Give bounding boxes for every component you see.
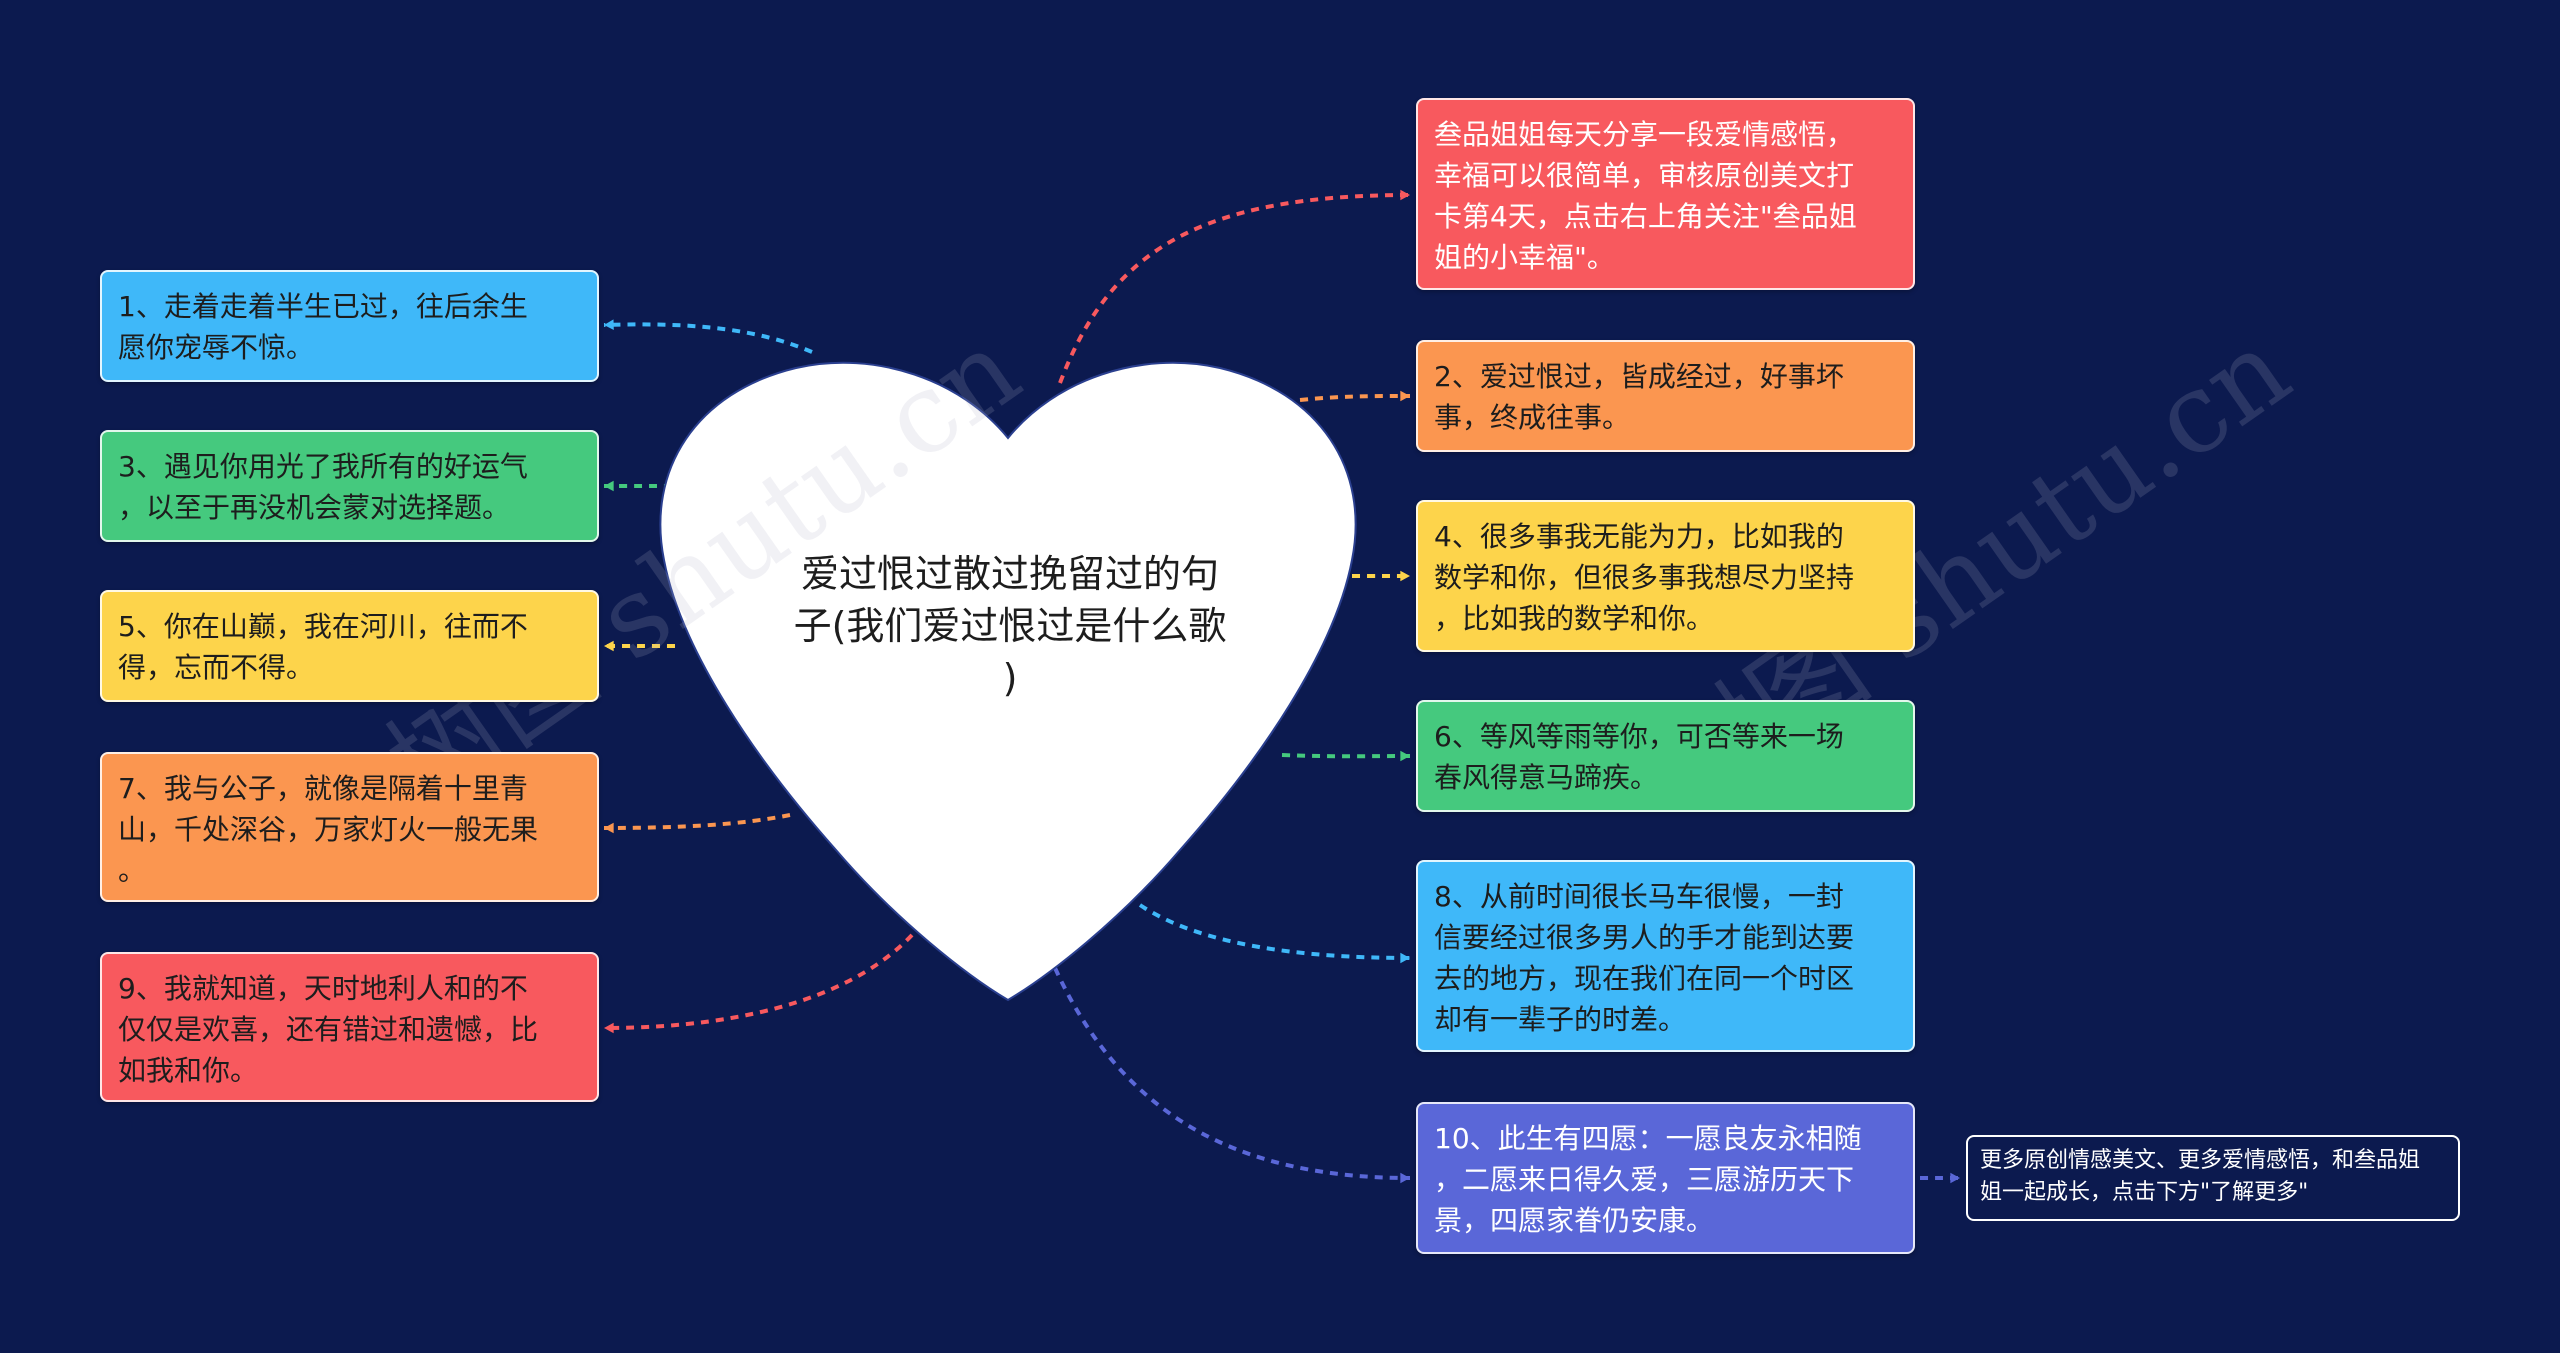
- connector-7: [603, 813, 791, 830]
- central-topic-line: 爱过恨过散过挽留过的句: [800, 552, 1219, 596]
- topic-line: 去的地方，现在我们在同一个时区: [1434, 962, 1855, 995]
- connector-9-arrowhead: [604, 1022, 614, 1034]
- leaf-line: 更多原创情感美文、更多爱情感悟，和叁品姐: [1980, 1148, 2421, 1173]
- connector-leaf-arrowhead: [1950, 1172, 1960, 1184]
- central-topic[interactable]: 爱过恨过散过挽留过的句 子(我们爱过恨过是什么歌 ): [770, 548, 1250, 704]
- leaf-line: 姐一起成长，点击下方"了解更多": [1980, 1180, 2309, 1205]
- connector-5-arrowhead: [604, 640, 614, 652]
- topic-line: 春风得意马蹄疾。: [1434, 761, 1659, 794]
- topic-line: 卡第4天，点击右上角关注"叁品姐: [1434, 200, 1857, 233]
- topic-line: 却有一辈子的时差。: [1434, 1003, 1687, 1036]
- connector-6: [1281, 753, 1411, 759]
- topic-node-6[interactable]: 6、等风等雨等你，可否等来一场 春风得意马蹄疾。: [1416, 700, 1915, 812]
- topic-line: 1、走着走着半生已过，往后余生: [118, 290, 528, 323]
- central-topic-line: ): [1002, 656, 1018, 700]
- topic-line: 山，千处深谷，万家灯火一般无果: [118, 813, 539, 846]
- connector-1-arrowhead: [604, 319, 614, 330]
- topic-line: 数学和你，但很多事我想尽力坚持: [1434, 561, 1855, 594]
- topic-line: 得，忘而不得。: [118, 651, 315, 684]
- connector-7-arrowhead: [604, 822, 614, 834]
- connector-8: [1138, 903, 1411, 960]
- topic-node-2[interactable]: 2、爱过恨过，皆成经过，好事坏 事，终成往事。: [1416, 340, 1915, 452]
- topic-line: 景，四愿家眷仍安康。: [1434, 1204, 1715, 1237]
- topic-line: 事，终成往事。: [1434, 401, 1631, 434]
- connector-9: [603, 933, 914, 1030]
- topic-line: ，比如我的数学和你。: [1434, 602, 1715, 635]
- topic-line: 10、此生有四愿：一愿良友永相随: [1434, 1122, 1862, 1155]
- more-info-leaf-node[interactable]: 更多原创情感美文、更多爱情感悟，和叁品姐 姐一起成长，点击下方"了解更多": [1966, 1135, 2460, 1221]
- topic-line: 5、你在山巅，我在河川，往而不: [118, 610, 528, 643]
- topic-node-9[interactable]: 9、我就知道，天时地利人和的不 仅仅是欢喜，还有错过和遗憾，比 如我和你。: [100, 952, 599, 1102]
- central-topic-line: 子(我们爱过恨过是什么歌: [793, 604, 1227, 648]
- topic-line: 7、我与公子，就像是隔着十里青: [118, 772, 528, 805]
- topic-line: 3、遇见你用光了我所有的好运气: [118, 450, 528, 483]
- topic-line: 6、等风等雨等你，可否等来一场: [1434, 720, 1844, 753]
- connector-1: [603, 322, 813, 354]
- topic-line: 愿你宠辱不惊。: [118, 331, 315, 364]
- topic-line: 仅仅是欢喜，还有错过和遗憾，比: [118, 1013, 539, 1046]
- topic-node-8[interactable]: 8、从前时间很长马车很慢，一封 信要经过很多男人的手才能到达要 去的地方，现在我…: [1416, 860, 1915, 1052]
- connector-6-arrowhead: [1400, 750, 1410, 762]
- topic-node-1[interactable]: 1、走着走着半生已过，往后余生 愿你宠辱不惊。: [100, 270, 599, 382]
- topic-node-4[interactable]: 4、很多事我无能为力，比如我的 数学和你，但很多事我想尽力坚持 ，比如我的数学和…: [1416, 500, 1915, 652]
- topic-line: 8、从前时间很长马车很慢，一封: [1434, 880, 1844, 913]
- connector-4-arrowhead: [1400, 570, 1410, 582]
- intro-note-node[interactable]: 叁品姐姐每天分享一段爱情感悟， 幸福可以很简单，审核原创美文打 卡第4天，点击右…: [1416, 98, 1915, 290]
- central-heart-shape[interactable]: [659, 361, 1357, 1002]
- topic-line: ，二愿来日得久爱，三愿游历天下: [1434, 1163, 1855, 1196]
- topic-node-3[interactable]: 3、遇见你用光了我所有的好运气 ，以至于再没机会蒙对选择题。: [100, 430, 599, 542]
- topic-line: 9、我就知道，天时地利人和的不: [118, 972, 528, 1005]
- topic-node-10[interactable]: 10、此生有四愿：一愿良友永相随 ，二愿来日得久爱，三愿游历天下 景，四愿家眷仍…: [1416, 1102, 1915, 1254]
- topic-line: 2、爱过恨过，皆成经过，好事坏: [1434, 360, 1844, 393]
- topic-line: ，以至于再没机会蒙对选择题。: [118, 491, 511, 524]
- connector-group: [603, 189, 1960, 1184]
- connector-intro-arrowhead: [1400, 189, 1410, 201]
- connector-8-arrowhead: [1400, 952, 1410, 964]
- topic-line: 姐的小幸福"。: [1434, 241, 1615, 274]
- topic-node-5[interactable]: 5、你在山巅，我在河川，往而不 得，忘而不得。: [100, 590, 599, 702]
- topic-line: 信要经过很多男人的手才能到达要: [1434, 921, 1855, 954]
- connector-2: [1299, 394, 1411, 402]
- topic-line: 4、很多事我无能为力，比如我的: [1434, 520, 1844, 553]
- connector-10-arrowhead: [1400, 1172, 1410, 1184]
- connector-3-arrowhead: [604, 480, 614, 492]
- topic-node-7[interactable]: 7、我与公子，就像是隔着十里青 山，千处深谷，万家灯火一般无果 。: [100, 752, 599, 902]
- connector-2-arrowhead: [1400, 390, 1410, 402]
- topic-line: 如我和你。: [118, 1054, 259, 1087]
- topic-line: 。: [118, 854, 147, 887]
- topic-line: 幸福可以很简单，审核原创美文打: [1434, 159, 1855, 192]
- connector-10: [1053, 967, 1411, 1180]
- connector-intro: [1058, 193, 1411, 384]
- topic-line: 叁品姐姐每天分享一段爱情感悟，: [1434, 118, 1855, 151]
